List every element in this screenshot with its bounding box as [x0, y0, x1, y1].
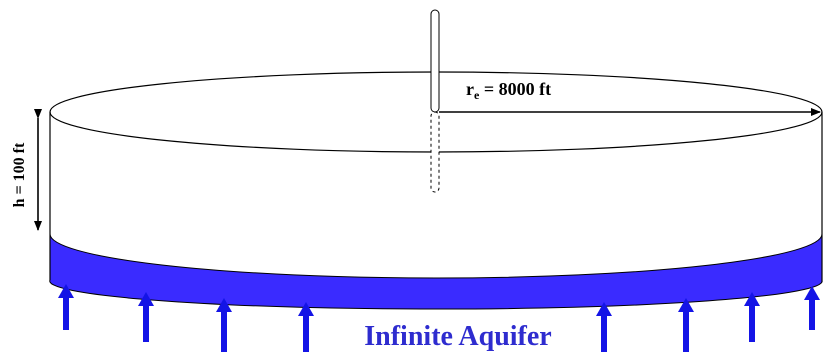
- influx-arrow-shaft: [63, 296, 69, 330]
- influx-arrow-head: [138, 292, 154, 306]
- influx-arrow-shaft: [601, 314, 607, 352]
- influx-arrow-head: [744, 292, 760, 306]
- well-visible: [430, 9, 440, 113]
- aquifer-band: [49, 233, 823, 310]
- well-hidden: [430, 111, 440, 193]
- radius-label: re = 8000 ft: [466, 79, 551, 102]
- influx-arrow-shaft: [749, 304, 755, 342]
- influx-arrow-head: [216, 298, 232, 312]
- influx-arrow-head: [804, 286, 820, 300]
- influx-arrows: [58, 284, 820, 352]
- influx-arrow-head: [298, 302, 314, 316]
- influx-arrow-shaft: [221, 310, 227, 352]
- influx-arrow-shaft: [143, 304, 149, 342]
- influx-arrow-shaft: [303, 314, 309, 352]
- height-label: h = 100 ft: [11, 142, 28, 207]
- influx-arrow-shaft: [683, 310, 689, 352]
- influx-arrow-head: [58, 284, 74, 298]
- aquifer-label: Infinite Aquifer: [364, 321, 551, 352]
- influx-arrow-shaft: [809, 298, 815, 330]
- influx-arrow-head: [596, 302, 612, 316]
- influx-arrow-head: [678, 298, 694, 312]
